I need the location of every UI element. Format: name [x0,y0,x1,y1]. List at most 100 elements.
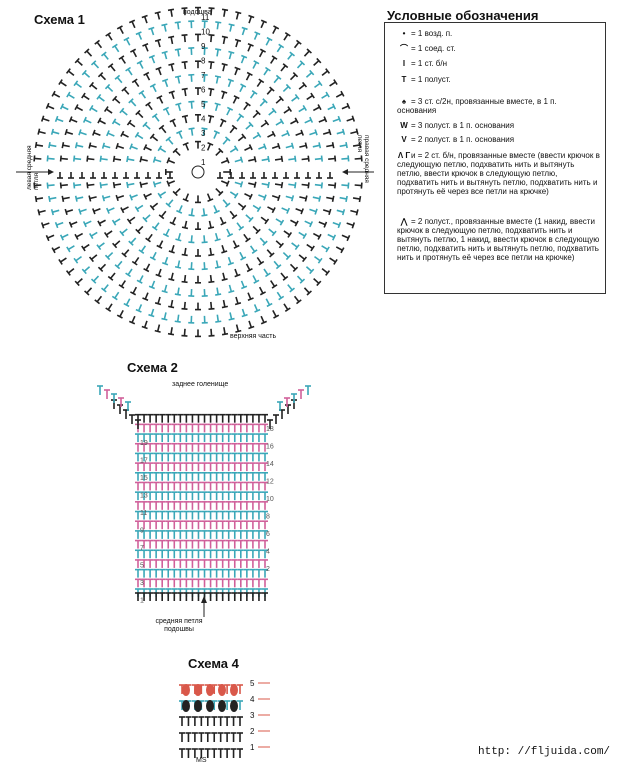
s2-stitch [213,491,220,501]
s1-stitch [298,81,308,90]
s1-stitch [142,292,149,302]
s2-stitch [189,452,196,462]
s1-stitch [273,74,282,84]
s2-stitch [231,501,238,510]
s1-stitch [227,256,234,266]
s2-stitch [183,442,190,452]
s1-stitch [64,208,74,216]
s2-stitch [165,433,172,443]
s1-stitch [335,246,345,254]
s1-stitch [130,48,138,58]
s1-stitch [256,78,265,88]
s1-stitch [214,232,221,242]
s1-stitch [152,156,162,163]
s1-stitch [143,71,151,81]
s2-stitch [231,442,238,452]
s4-stitch [179,748,185,758]
s1-stitch [151,222,160,231]
s1-mid-stitch [90,172,96,179]
s1-stitch [328,182,337,189]
s1-stitch [92,208,101,215]
s1-stitch [123,298,131,308]
s1-stitch [125,268,133,278]
s2-stitch [159,578,166,588]
s2-stitch [255,568,262,578]
s2-stitch [195,481,202,491]
scheme4-title: Схема 4 [188,656,239,671]
s2-stitch [165,559,172,568]
s1-stitch [244,193,253,200]
s1-stitch [272,25,280,34]
s2-base-stitch [183,592,190,601]
s2-stitch [177,549,184,559]
s2-stitch [183,491,190,501]
s2-stitch [225,491,232,501]
s2-stitch [183,510,190,520]
s2-stitch [195,433,202,443]
s4-stitch [191,716,198,726]
s1-stitch [168,299,175,309]
s2-stitch [189,549,196,559]
s1-stitch [81,266,91,275]
decrease-icon: Λ Γ [397,151,411,160]
s1-stitch [89,231,98,240]
s2-base-stitch [231,592,238,601]
s1-stitch [208,7,215,16]
s2-stitch [195,578,202,588]
s1-stitch [221,327,229,336]
s1-stitch [103,230,113,238]
s1-stitch [336,128,346,135]
s2-stitch [219,442,226,452]
s2-stitch [207,433,214,443]
s2-stitch [177,413,184,423]
s2-base-stitch [165,592,172,601]
s2-stitch [141,462,148,472]
s1-stitch [234,268,241,278]
s2-stitch [195,530,202,539]
s2-stitch [141,539,148,549]
s2-stitch [213,501,220,510]
s1-stitch [241,26,248,36]
s1-stitch [258,286,266,296]
s1-stitch [166,157,176,164]
s1-stitch [33,182,42,189]
s2-stitch [237,433,244,443]
s1-stitch [134,204,144,213]
s1-stitch [222,199,231,208]
s2-stitch [189,491,196,501]
s1-stitch [107,63,116,72]
s1-stitch [181,114,189,124]
s2-base-stitch [243,592,250,601]
s1-stitch [188,315,195,324]
s2-stitch [183,530,190,539]
s1-stitch [248,181,257,188]
s1-stitch [123,36,131,46]
s1-stitch [214,102,221,112]
s1-stitch [228,312,235,321]
s1-stitch [84,48,93,57]
s1-stitch [97,117,106,125]
s2-wing-stitch [284,397,290,407]
s2-stitch [165,423,172,433]
s1-stitch [116,310,124,319]
s2-stitch [135,578,141,588]
s1-stitch [252,109,261,119]
s2-stitch [153,530,160,539]
s1-stitch [283,230,293,238]
s1-stitch [352,141,362,149]
s1-stitch [120,130,129,138]
s2-stitch [183,559,190,568]
s2-stitch [213,423,220,433]
s1-stitch [112,240,121,249]
scheme2-left-row-number: 9 [140,528,144,535]
footer-url[interactable]: http: //fljuida.com/ [478,746,611,758]
s2-stitch [165,481,172,491]
s1-stitch [229,191,239,199]
s1-stitch [298,231,307,240]
s1-stitch [115,194,125,202]
s2-stitch [243,413,250,423]
s1-stitch [226,228,234,238]
s1-stitch [312,142,322,149]
s2-stitch [183,471,190,481]
s2-stitch [171,462,178,472]
